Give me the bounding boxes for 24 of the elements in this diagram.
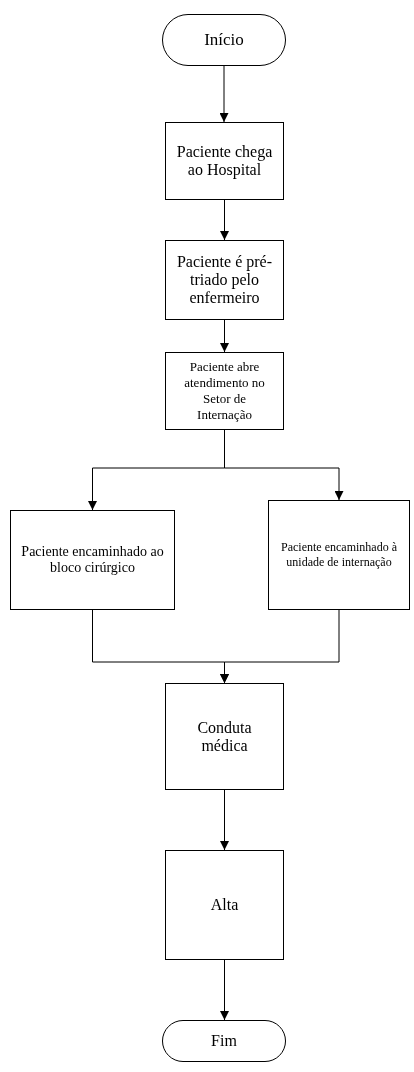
arrow [220, 959, 229, 1021]
node-text: Fim [211, 1032, 237, 1050]
arrow [220, 789, 229, 851]
process-box [268, 500, 410, 610]
terminal-pill [162, 1020, 286, 1062]
process-box [165, 240, 284, 320]
process-box [165, 352, 284, 430]
terminal-pill [162, 14, 286, 66]
node-text: Paciente abre atendimento no Setor de Internação [183, 359, 266, 423]
arrow [220, 319, 229, 353]
node-text: Paciente encaminhado ao bloco cirúrgico [20, 544, 165, 576]
process-box [10, 510, 175, 610]
node-text: Conduta médica [196, 718, 253, 755]
process-box [165, 122, 284, 200]
node-text: Alta [210, 896, 239, 914]
arrow [220, 199, 229, 241]
arrow [219, 65, 229, 123]
arrow [220, 609, 340, 684]
node-text: Paciente chega ao Hospital [175, 143, 274, 179]
process-box [165, 683, 284, 790]
node-text: Paciente encaminhado à unidade de internação [280, 540, 398, 570]
process-box [165, 850, 284, 960]
node-text: Início [204, 30, 244, 50]
node-text: Paciente é pré-triado pelo enfermeiro [175, 253, 274, 307]
